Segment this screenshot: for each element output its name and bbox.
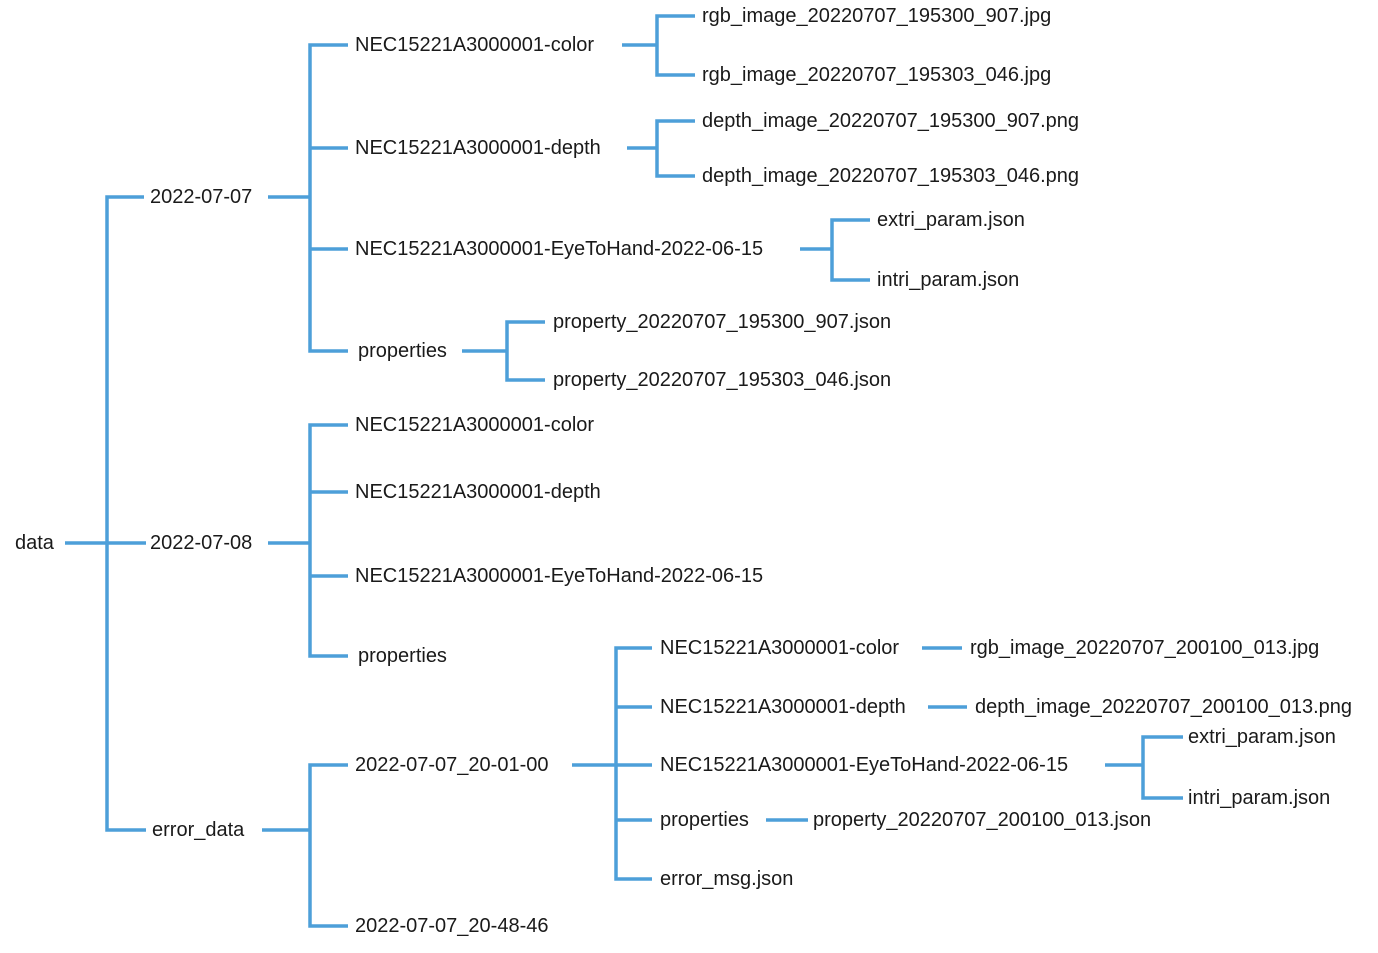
tree-node-error-ts-20-48-46: 2022-07-07_20-48-46 xyxy=(355,915,549,937)
tree-node-0707-properties-dir: properties xyxy=(358,340,447,362)
tree-node-0708-properties-dir: properties xyxy=(358,645,447,667)
tree-node-rgb-file-1: rgb_image_20220707_195300_907.jpg xyxy=(702,5,1052,27)
connector-0707-depth-files xyxy=(655,119,695,178)
tree-node-0708-depth-dir: NEC15221A3000001-depth xyxy=(355,481,601,503)
tree-node-0707-eyetohand-dir: NEC15221A3000001-EyeToHand-2022-06-15 xyxy=(355,238,764,260)
connector-0707-prop-files xyxy=(505,320,545,382)
tree-node-error-property-file: property_20220707_200100_013.json xyxy=(813,809,1152,831)
tree-node-error-intri-param: intri_param.json xyxy=(1188,787,1331,809)
tree-node-error-eyetohand-dir: NEC15221A3000001-EyeToHand-2022-06-15 xyxy=(660,754,1069,776)
tree-node-property-file-2: property_20220707_195303_046.json xyxy=(553,369,892,391)
tree-node-2022-07-08: 2022-07-08 xyxy=(150,532,253,554)
tree-node-error-color-dir: NEC15221A3000001-color xyxy=(660,637,900,659)
tree-node-data: data xyxy=(15,532,54,554)
connector-0707-color-files xyxy=(655,14,695,77)
tree-node-error-depth-file: depth_image_20220707_200100_013.png xyxy=(975,696,1353,718)
tree-node-error-extri-param: extri_param.json xyxy=(1188,726,1336,748)
tree-node-error-msg-file: error_msg.json xyxy=(660,868,794,890)
connector-0707-eye-files xyxy=(830,218,870,282)
tree-node-0707-intri-param: intri_param.json xyxy=(877,269,1020,291)
tree-node-0708-eyetohand-dir: NEC15221A3000001-EyeToHand-2022-06-15 xyxy=(355,565,764,587)
tree-node-error-ts-20-01-00: 2022-07-07_20-01-00 xyxy=(355,754,549,776)
tree-node-0707-color-dir: NEC15221A3000001-color xyxy=(355,34,595,56)
tree-node-0707-depth-dir: NEC15221A3000001-depth xyxy=(355,137,601,159)
connector-branch-0708-trunk xyxy=(308,423,348,658)
connector-error-ts1-trunk xyxy=(614,646,652,881)
tree-node-0708-color-dir: NEC15221A3000001-color xyxy=(355,414,595,436)
connector-error-eye-files xyxy=(1141,735,1183,800)
tree-node-depth-file-2: depth_image_20220707_195303_046.png xyxy=(702,165,1080,187)
tree-node-error-properties-dir: properties xyxy=(660,809,749,831)
connector-branch-error-trunk xyxy=(308,763,348,928)
connector-main-trunk xyxy=(105,195,146,832)
tree-node-error-rgb-file: rgb_image_20220707_200100_013.jpg xyxy=(970,637,1320,659)
tree-node-property-file-1: property_20220707_195300_907.json xyxy=(553,311,892,333)
tree-node-error-depth-dir: NEC15221A3000001-depth xyxy=(660,696,906,718)
tree-node-2022-07-07: 2022-07-07 xyxy=(150,186,253,208)
tree-node-depth-file-1: depth_image_20220707_195300_907.png xyxy=(702,110,1080,132)
connector-branch-0707-trunk xyxy=(308,43,348,353)
tree-node-0707-extri-param: extri_param.json xyxy=(877,209,1025,231)
tree-node-error-data: error_data xyxy=(152,819,245,841)
tree-node-rgb-file-2: rgb_image_20220707_195303_046.jpg xyxy=(702,64,1052,86)
